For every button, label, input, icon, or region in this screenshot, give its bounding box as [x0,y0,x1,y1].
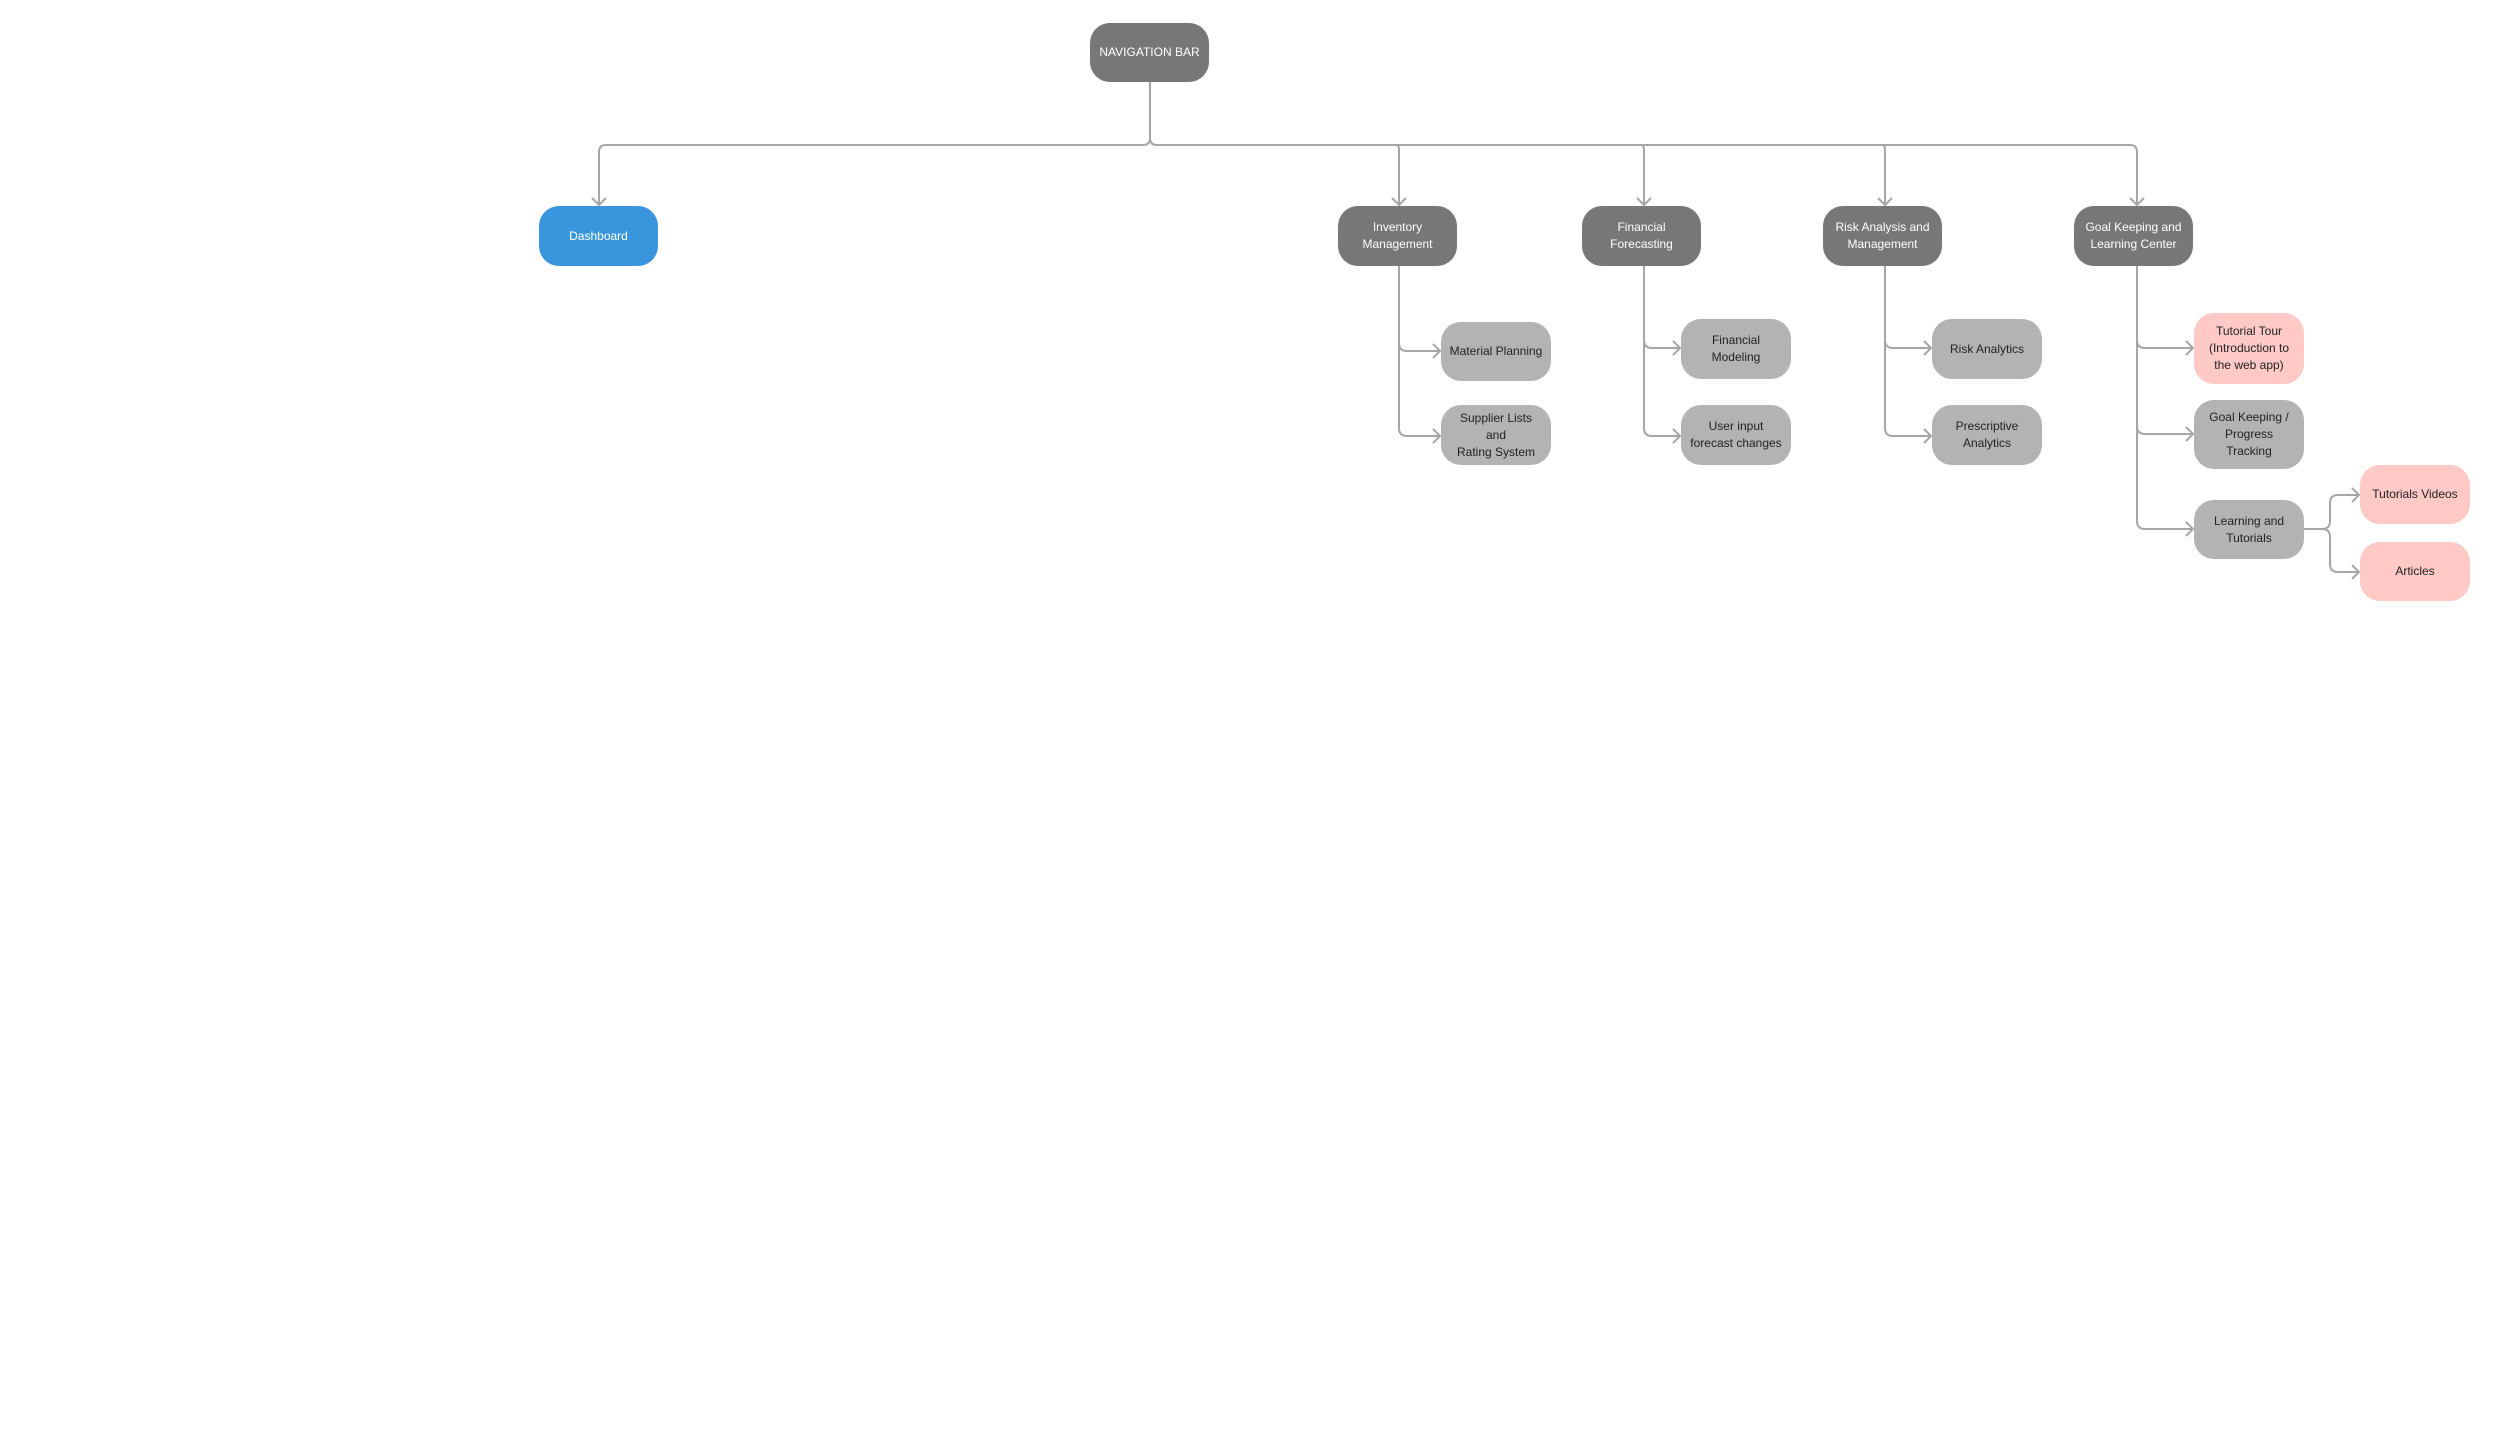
node-label: Financial Modeling [1711,333,1761,364]
arrow-inventory [1391,197,1407,206]
node-label: Goal Keeping / Progress Tracking [2209,410,2289,458]
connector-risk-prescriptive [1884,340,1931,437]
connector-forecasting-userinput [1643,340,1680,437]
node-prescriptive-analytics[interactable]: Prescriptive Analytics [1932,405,2042,465]
node-label: User input forecast changes [1690,419,1782,450]
node-label: NAVIGATION BAR [1099,45,1200,59]
arrow-dashboard [591,197,607,206]
node-goal-keeping-learning-center[interactable]: Goal Keeping and Learning Center [2074,206,2193,266]
node-risk-analytics[interactable]: Risk Analytics [1932,319,2042,379]
connector-inventory-material [1398,266,1440,352]
arrow-articles [2351,564,2360,580]
arrow-goal [2129,197,2145,206]
arrow-learning [2185,521,2194,537]
node-risk-analysis[interactable]: Risk Analysis and Management [1823,206,1942,266]
node-label: Supplier Lists and Rating System [1456,410,1536,459]
connector-goal-learning [2136,426,2193,530]
node-label: Tutorials Videos [2372,487,2458,501]
arrow-supplier [1432,428,1441,444]
arrow-tracking [2185,426,2194,442]
arrow-modeling [1672,340,1681,356]
node-financial-forecasting[interactable]: Financial Forecasting [1582,206,1701,266]
arrow-prescriptive [1923,428,1932,444]
node-label: Goal Keeping and Learning Center [2085,220,2182,251]
node-label: Inventory Management [1362,220,1433,251]
connector-nav-dashboard [598,82,1151,205]
node-learning-tutorials[interactable]: Learning and Tutorials [2194,500,2304,559]
connector-learning-articles [2321,528,2359,573]
node-label: Learning and Tutorials [2213,513,2285,545]
connector-goal-tracking [2136,340,2193,435]
connector-nav-forecasting [1640,144,1645,205]
arrow-riskanalytics [1923,340,1932,356]
connector-goal-tour [2136,266,2193,349]
node-tutorial-tour[interactable]: Tutorial Tour (Introduction to the web a… [2194,313,2304,384]
node-articles[interactable]: Articles [2360,542,2470,601]
node-label: Financial Forecasting [1610,220,1673,251]
node-supplier-lists[interactable]: Supplier Lists and Rating System [1441,405,1551,465]
node-goal-keeping-tracking[interactable]: Goal Keeping / Progress Tracking [2194,400,2304,469]
node-tutorials-videos[interactable]: Tutorials Videos [2360,465,2470,524]
connector-inventory-supplier [1398,343,1440,437]
connector-nav-goal [1149,137,2138,205]
connector-nav-inventory [1395,144,1400,205]
arrow-material [1432,343,1441,359]
arrow-tour [2185,340,2194,356]
node-inventory-management[interactable]: Inventory Management [1338,206,1457,266]
node-user-input-forecast[interactable]: User input forecast changes [1681,405,1791,465]
node-label: Tutorial Tour (Introduction to the web a… [2208,324,2290,372]
node-label: Risk Analysis and Management [1835,220,1930,251]
arrow-risk [1877,197,1893,206]
arrow-forecasting [1636,197,1652,206]
connector-forecasting-modeling [1643,266,1680,349]
node-label: Dashboard [569,228,628,243]
arrow-videos [2351,487,2360,503]
node-navigation-bar[interactable]: NAVIGATION BAR [1090,23,1209,82]
connector-risk-analytics [1884,266,1931,349]
arrow-userinput [1672,428,1681,444]
node-label: Articles [2395,564,2435,578]
node-dashboard[interactable]: Dashboard [539,206,658,266]
node-label: Risk Analytics [1949,341,2025,356]
node-material-planning[interactable]: Material Planning [1441,322,1551,381]
connector-nav-risk [1881,144,1886,205]
connector-learning-videos [2304,494,2359,530]
node-label: Material Planning [1449,344,1543,358]
node-financial-modeling[interactable]: Financial Modeling [1681,319,1791,379]
node-label: Prescriptive Analytics [1955,419,2019,450]
